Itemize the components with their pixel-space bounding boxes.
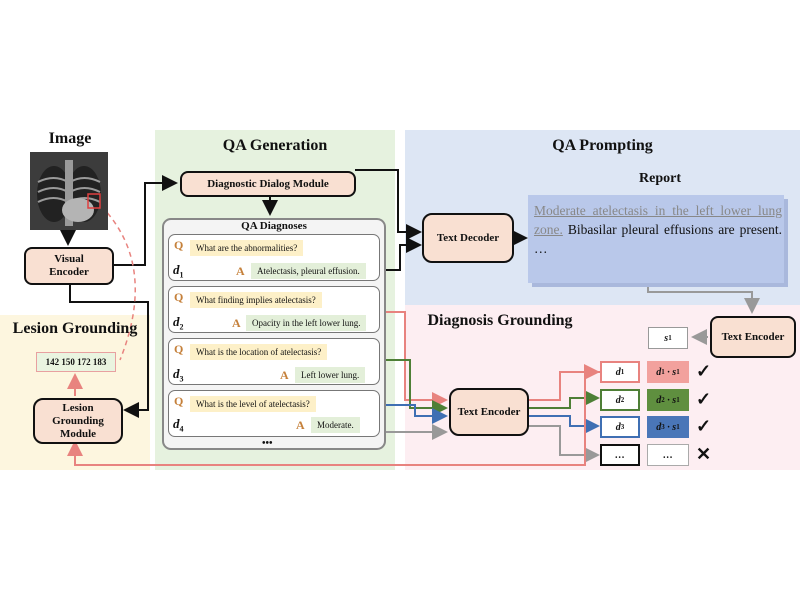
report-text: Moderate atelectasis in the left lower l… [534,201,782,258]
answer-text: Left lower lung. [295,367,366,383]
report-title: Report [639,171,681,186]
image-title: Image [48,130,92,147]
visual-encoder-box: Visual Encoder [24,247,114,285]
text-encoder-top-box: Text Encoder [710,316,796,358]
question-text: What is the level of atelectasis? [190,396,316,412]
report-grounded-text: Moderate atelectasis in the left lower l… [534,203,782,237]
check-icon: ✓ [696,361,712,381]
answer-text: Atelectasis, pleural effusion. [251,263,366,279]
qa-generation-title: QA Generation [222,137,328,154]
chest-xray-image [30,152,108,230]
diagnosis-label: d4 [173,416,184,434]
grounding-d-cell: … [600,444,640,466]
a-tag: A [236,264,245,278]
cross-icon: ✕ [696,444,712,464]
a-tag: A [232,316,241,330]
text-encoder-mid-box: Text Encoder [449,388,529,436]
grounding-product-cell: … [647,444,689,466]
question-text: What is the location of atelectasis? [190,344,328,360]
check-icon: ✓ [696,416,712,436]
text-decoder-box: Text Decoder [422,213,514,263]
diagnosis-label: d1 [173,262,184,280]
dialog-module-box: Diagnostic Dialog Module [180,171,356,197]
diagnosis-label: d2 [173,314,184,332]
q-tag: Q [174,342,184,356]
qa-prompting-title: QA Prompting [552,137,653,154]
check-icon: ✓ [696,389,712,409]
q-tag: Q [174,290,184,304]
answer-text: Opacity in the left lower lung. [246,315,367,331]
q-tag: Q [174,238,184,252]
report-box [528,195,784,283]
q-tag: Q [174,394,184,408]
answer-text: Moderate. [311,417,360,433]
lesion-grounding-title: Lesion Grounding [12,320,138,337]
question-text: What are the abnormalities? [190,240,304,256]
qa-diagnoses-title: QA Diagnoses [241,220,307,232]
question-text: What finding implies atelectasis? [190,292,322,308]
a-tag: A [296,418,305,432]
qa-ellipsis: ••• [262,438,273,449]
lesion-grounding-module-box: Lesion Grounding Module [33,398,123,444]
bbox-coordinates: 142 150 172 183 [36,352,116,372]
diagnosis-grounding-title: Diagnosis Grounding [427,312,573,329]
report-rest-text: Bibasilar pleural effusions are present.… [534,222,782,256]
a-tag: A [280,368,289,382]
diagnosis-label: d3 [173,366,184,384]
